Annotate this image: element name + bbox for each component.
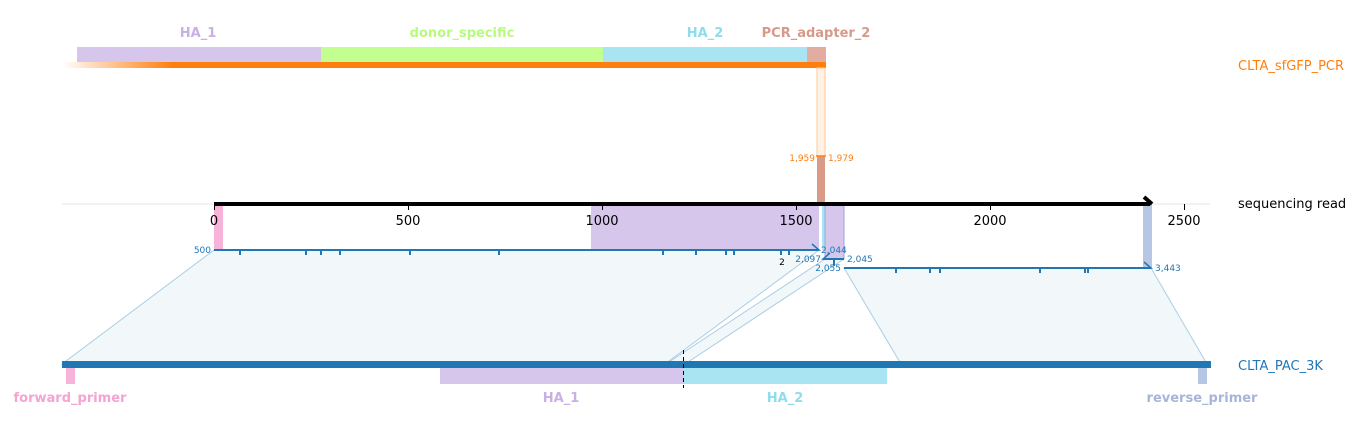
bottom-label-ha2: HA_2 xyxy=(767,391,804,406)
top-feature-pcr-adapter-2 xyxy=(807,47,826,62)
read-feature-blocks xyxy=(214,203,1152,268)
read-ha1-block xyxy=(591,204,819,250)
top-reference-fade-bar xyxy=(62,62,172,68)
alignment-shading xyxy=(60,249,1208,365)
middle-reference-name: sequencing read xyxy=(1238,197,1346,212)
top-label-pcr-adapter-2: PCR_adapter_2 xyxy=(762,26,871,41)
read-tick-1000: 1000 xyxy=(585,214,618,229)
top-label-ha1: HA_1 xyxy=(180,26,217,41)
read-tick-2000: 2000 xyxy=(973,214,1006,229)
segment-3-start-annotation: 2,055 xyxy=(815,264,841,274)
bottom-label-forward-primer: forward_primer xyxy=(14,391,128,406)
segment-2-end-annotation: 2,045 xyxy=(847,255,873,265)
top-label-ha2: HA_2 xyxy=(687,26,724,41)
bottom-label-ha1: HA_1 xyxy=(543,391,580,406)
read-tick-1500: 1500 xyxy=(779,214,812,229)
read-reverse-primer-block xyxy=(1143,204,1152,268)
segment-1-arrow-icon xyxy=(811,243,822,251)
bottom-feature-forward-primer xyxy=(66,364,75,384)
top-reference-bar xyxy=(172,62,826,68)
top-reference-name: CLTA_sfGFP_PCR xyxy=(1238,59,1344,74)
top-feature-donor-specific xyxy=(321,47,603,62)
segment-3-end-annotation: 3,443 xyxy=(1155,264,1181,274)
bottom-feature-ha1 xyxy=(440,364,684,384)
segment-1-end-annotation: 2,044 xyxy=(821,246,847,256)
read-tick-500: 500 xyxy=(396,214,421,229)
indel-count-label: 2 xyxy=(779,258,785,268)
bottom-feature-ha2 xyxy=(684,364,887,384)
top-reference-track xyxy=(62,47,826,68)
read-tick-2500: 2500 xyxy=(1167,214,1200,229)
orange-connector xyxy=(816,67,826,204)
bottom-reference-track xyxy=(62,350,1211,388)
top-feature-ha2 xyxy=(603,47,807,62)
bottom-label-reverse-primer: reverse_primer xyxy=(1147,391,1259,406)
read-axis-ticks xyxy=(214,204,1185,210)
read-forward-primer-block xyxy=(214,204,223,250)
read-tick-0: 0 xyxy=(210,214,218,229)
read-start-annotation: 500 xyxy=(194,246,211,256)
top-feature-ha1 xyxy=(77,47,321,62)
orange-right-annotation: 1,979 xyxy=(828,154,854,164)
segment-3-arrow-icon xyxy=(1143,261,1154,269)
segment-2-start-annotation: 2,097 xyxy=(795,255,821,265)
read-direction-arrow-icon xyxy=(1142,195,1154,206)
top-label-donor-specific: donor_specific xyxy=(410,26,515,41)
alignment-polygon-3 xyxy=(843,267,1208,365)
bottom-reference-name: CLTA_PAC_3K xyxy=(1238,359,1323,374)
bottom-feature-reverse-primer xyxy=(1198,364,1207,384)
orange-left-annotation: 1,959 xyxy=(789,154,815,164)
read-ha2-block xyxy=(822,204,825,250)
segment-2-arrow-icon xyxy=(820,252,831,260)
mismatch-ticks xyxy=(239,250,1089,273)
bottom-reference-bar xyxy=(62,361,1211,368)
